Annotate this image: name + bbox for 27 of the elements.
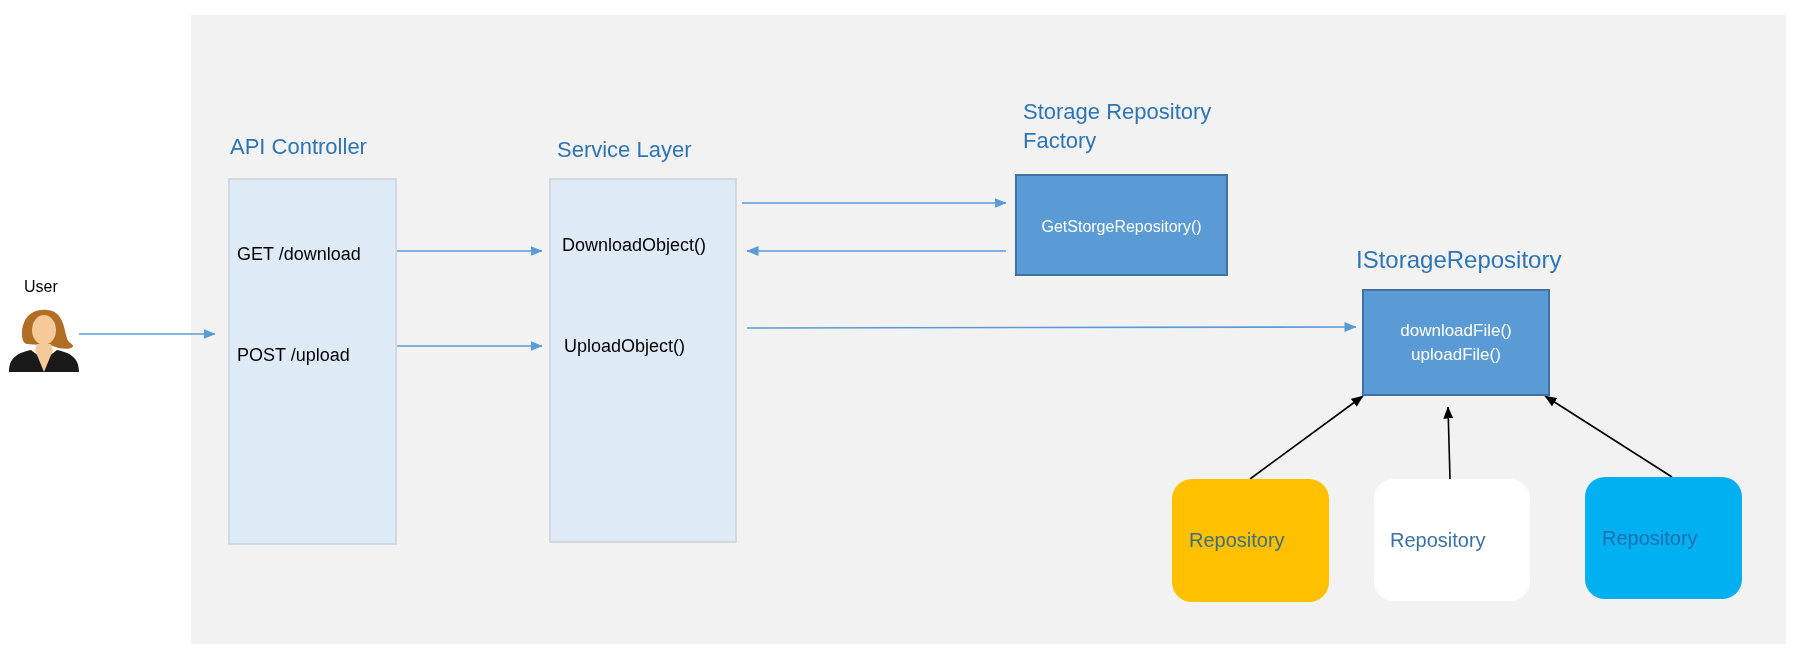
method-label: uploadFile(): [1411, 344, 1501, 366]
component-title: IStorageRepository: [1356, 245, 1563, 275]
arrow: [78, 329, 216, 339]
method-label: DownloadObject(): [562, 235, 707, 257]
repository-card: [1585, 477, 1742, 599]
arrow: [396, 341, 543, 351]
actor-label: User: [24, 277, 58, 297]
repository-label: Repository: [1390, 527, 1486, 553]
arrow: [741, 198, 1007, 208]
arrow: [1249, 395, 1364, 480]
repository-card: [1172, 479, 1329, 602]
method-label: GetStorgeRepository(): [1041, 217, 1202, 237]
arrow: [396, 246, 543, 256]
arrow: [1443, 406, 1454, 480]
arrow: [1544, 395, 1673, 478]
endpoint-label: POST /upload: [237, 345, 350, 367]
repository-label: Repository: [1189, 528, 1285, 553]
arrow: [746, 246, 1007, 256]
endpoint-label: GET /download: [237, 244, 361, 266]
repository-label: Repository: [1602, 525, 1698, 551]
method-label: downloadFile(): [1400, 320, 1512, 342]
arrow: [746, 322, 1357, 332]
component-title: Storage Repository Factory: [1023, 98, 1213, 155]
repository-card: [1374, 479, 1530, 601]
component-title: Service Layer: [557, 136, 693, 164]
component-title: API Controller: [230, 133, 368, 161]
method-label: UploadObject(): [564, 336, 686, 358]
